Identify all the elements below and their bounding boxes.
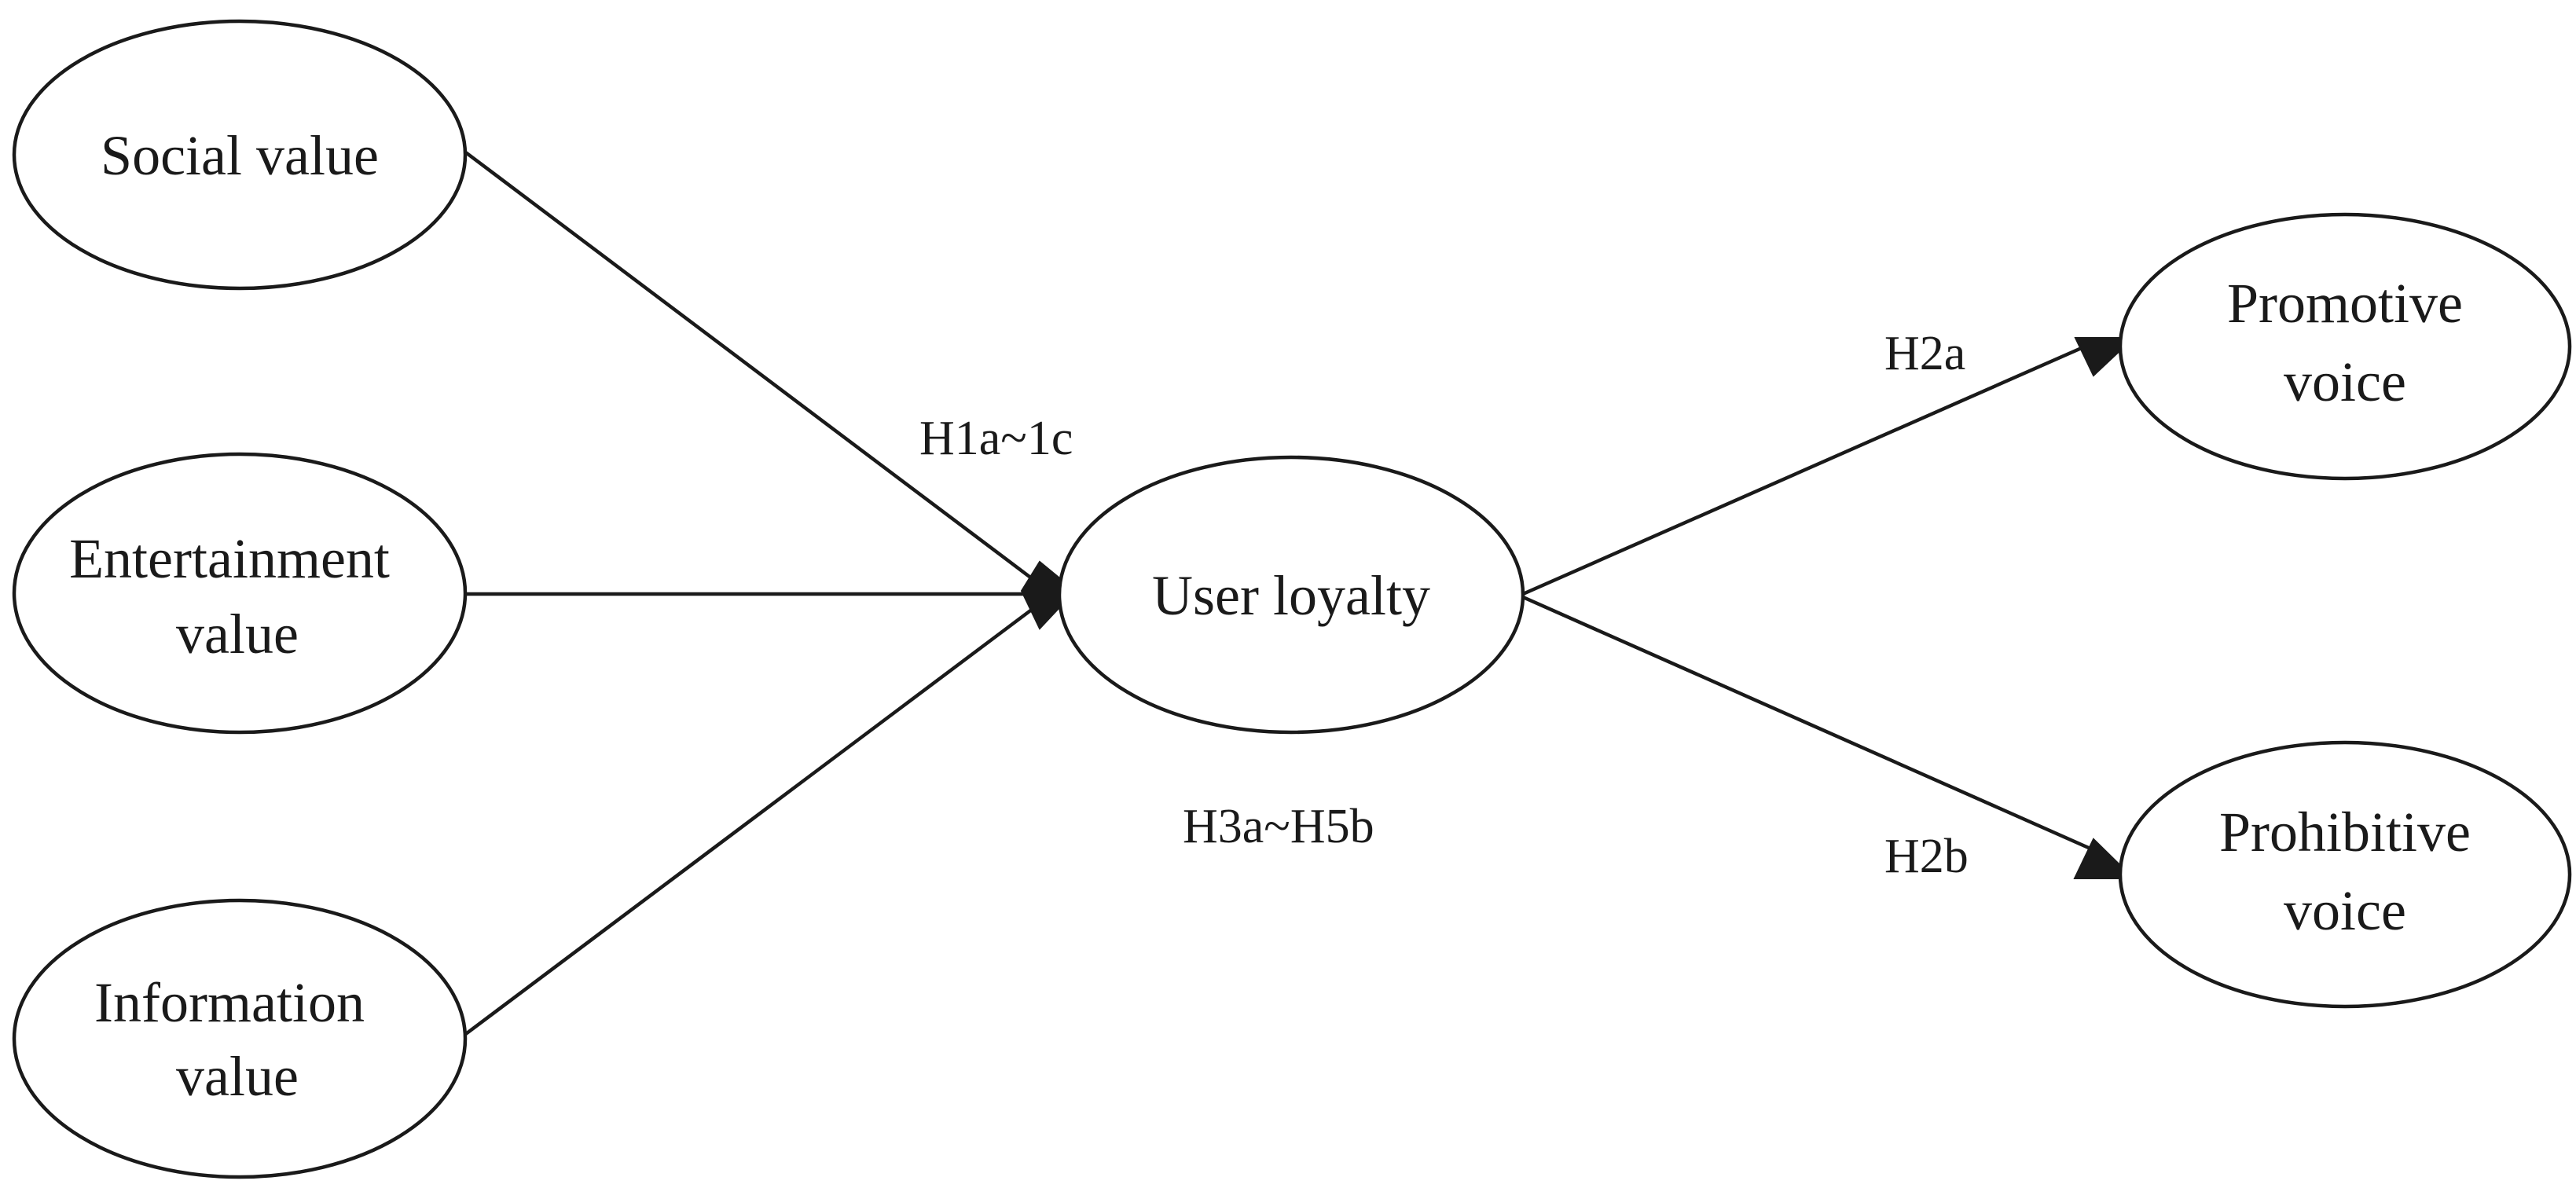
node-entertainment-value [12,452,468,735]
edge-social-to-loyalty [462,149,1037,583]
node-user-loyalty [1057,455,1525,735]
label-user-loyalty: User loyalty [1152,564,1430,627]
label-entertainment-value-line1: Entertainment [69,527,390,590]
label-h1a-1c: H1a~1c [919,412,1073,465]
label-prohibitive-voice-line2: voice [2284,879,2406,942]
label-information-value-line2: value [176,1045,299,1108]
label-promotive-voice-line1: Promotive [2227,272,2463,335]
label-promotive-voice-line2: voice [2284,350,2406,413]
merged-arrowhead [1020,560,1077,630]
node-information-value [12,898,468,1179]
label-social-value: Social value [101,124,379,187]
edge-loyalty-to-prohibitive [1522,595,2091,851]
label-prohibitive-voice-line1: Prohibitive [2219,801,2471,864]
edge-information-to-loyalty [462,605,1037,1037]
label-h2a: H2a [1884,327,1965,380]
edge-loyalty-to-promotive [1522,342,2091,596]
node-prohibitive-voice [2118,740,2572,1009]
label-h3a-h5b: H3a~H5b [1183,800,1374,853]
label-information-value-line1: Information [94,971,365,1034]
label-entertainment-value-line2: value [176,603,299,666]
label-h2b: H2b [1884,830,1969,883]
node-promotive-voice [2118,212,2572,481]
node-social-value [12,19,468,291]
